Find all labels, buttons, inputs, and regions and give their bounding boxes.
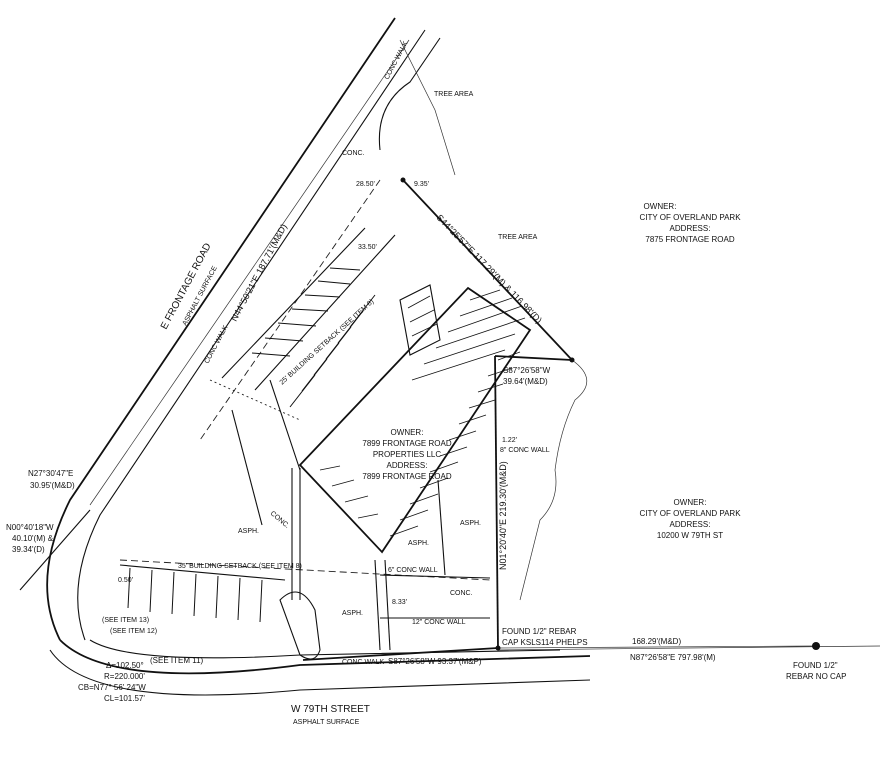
corner-point-ne (569, 357, 575, 363)
owner-north-block: OWNER: CITY OF OVERLAND PARK ADDRESS: 78… (639, 202, 741, 244)
setback-25-label: 25' BUILDING SETBACK (SEE ITEM 8) (279, 298, 376, 386)
svg-text:Δ=102.50°: Δ=102.50° (106, 661, 144, 670)
w79th-street-lines (49, 639, 881, 696)
svg-text:OWNER:: OWNER: (391, 428, 424, 437)
svg-text:7899 FRONTAGE ROAD: 7899 FRONTAGE ROAD (362, 472, 451, 481)
curve-data-block: Δ=102.50° R=220.000' CB=N77° 56' 24"W CL… (78, 661, 146, 703)
asph-label-east: ASPH. (460, 520, 481, 527)
tree-area-label-2: TREE AREA (498, 234, 538, 241)
svg-text:OWNER:: OWNER: (674, 498, 707, 507)
west-distance-2a: 40.10'(M) & (12, 534, 54, 543)
asph-label-center: ASPH. (408, 540, 429, 547)
conc-label-mid: CONC. (269, 510, 291, 530)
property-boundary (302, 179, 816, 661)
conc-walk-label-south: CONC WALK (342, 659, 384, 666)
svg-text:10200 W 79TH ST: 10200 W 79TH ST (657, 531, 723, 540)
svg-text:7875 FRONTAGE ROAD: 7875 FRONTAGE ROAD (645, 235, 734, 244)
setback-35-label: 35' BUILDING SETBACK (SEE ITEM 8) (178, 563, 302, 570)
svg-text:R=220.000': R=220.000' (104, 672, 145, 681)
west-bearing-1: N27°30'47"E (28, 469, 73, 478)
rebar2-label-line1: FOUND 1/2" (793, 661, 838, 670)
bearing-northeast-line: S44°25'57"E 117.29'(M) & 116.98'(D) (435, 212, 544, 325)
conc-walk-label-frontage: CONC WALK (204, 324, 230, 365)
see-item-12-label: (SEE ITEM 12) (110, 628, 157, 635)
west-distance-1: 30.95'(M&D) (30, 481, 75, 490)
rebar-monument-2 (812, 642, 820, 650)
asph-label-west: ASPH. (238, 528, 259, 535)
row-east-bearing: N87°26'58"E 797.98'(M) (630, 653, 716, 662)
row-east-distance: 168.29'(M&D) (632, 637, 681, 646)
rebar-monument-1 (495, 645, 501, 651)
conc-wall-6-label: 6" CONC WALL (388, 567, 438, 574)
corner-point-n (400, 177, 406, 183)
asph-label-south: ASPH. (342, 610, 363, 617)
dim-0-50-label: 0.50' (118, 577, 133, 584)
parking-lot-north (221, 227, 396, 526)
building-footprint (298, 284, 532, 554)
bearing-east-short: S87°26'58"W (503, 366, 551, 375)
bearing-east-line: N01°20'40"E 219.30'(M&D) (498, 461, 508, 570)
frontage-road-lines (19, 17, 441, 641)
svg-text:ADDRESS:: ADDRESS: (670, 520, 711, 529)
rebar2-label-line2: REBAR NO CAP (786, 672, 846, 681)
w79th-surface: ASPHALT SURFACE (293, 719, 360, 726)
svg-text:PROPERTIES LLC: PROPERTIES LLC (373, 450, 442, 459)
conc-wall-12-label: 12" CONC WALL (412, 619, 466, 626)
bearing-frontage-line: N44°50'21"E 187.71'(M&D) (229, 222, 289, 323)
svg-text:CL=101.57': CL=101.57' (104, 694, 145, 703)
svg-text:CITY OF OVERLAND PARK: CITY OF OVERLAND PARK (639, 509, 741, 518)
conc-wall-8-label: 8" CONC WALL (500, 447, 550, 454)
parking-lot-south (119, 468, 491, 660)
svg-text:ADDRESS:: ADDRESS: (387, 461, 428, 470)
conc-walk-label-north: CONC WALK (384, 40, 410, 81)
w79th-name: W 79TH STREET (291, 704, 370, 715)
bearing-east-short-dist: 39.64'(M&D) (503, 377, 548, 386)
svg-text:CB=N77° 56' 24"W: CB=N77° 56' 24"W (78, 683, 146, 692)
rebar1-label-line2: CAP KSLS114 PHELPS (502, 638, 588, 647)
dim-1-22-label: 1.22' (502, 437, 517, 444)
svg-text:CITY OF OVERLAND PARK: CITY OF OVERLAND PARK (639, 213, 741, 222)
svg-text:7899 FRONTAGE ROAD: 7899 FRONTAGE ROAD (362, 439, 451, 448)
dim-9-35-label: 9.35' (414, 181, 429, 188)
dim-8-33-label: 8.33' (392, 599, 407, 606)
see-item-13-label: (SEE ITEM 13) (102, 617, 149, 624)
dim-33-50-label: 33.50' (358, 244, 377, 251)
west-bearing-2: N00°40'18"W (6, 523, 54, 532)
svg-text:OWNER:: OWNER: (644, 202, 677, 211)
bearing-south-line: S87°26'58"W 93.37'(M&P) (388, 657, 482, 666)
dim-28-50-label: 28.50' (356, 181, 375, 188)
west-distance-2b: 39.34'(D) (12, 545, 45, 554)
conc-label-north: CONC. (342, 150, 365, 157)
tree-line (399, 39, 588, 601)
see-item-11-label: (SEE ITEM 11) (150, 656, 204, 665)
conc-label-south: CONC. (450, 590, 473, 597)
owner-subject-block: OWNER: 7899 FRONTAGE ROAD PROPERTIES LLC… (362, 428, 451, 481)
rebar1-label-line1: FOUND 1/2" REBAR (502, 627, 577, 636)
svg-text:ADDRESS:: ADDRESS: (670, 224, 711, 233)
tree-area-label-1: TREE AREA (434, 91, 474, 98)
owner-east-block: OWNER: CITY OF OVERLAND PARK ADDRESS: 10… (639, 498, 741, 540)
